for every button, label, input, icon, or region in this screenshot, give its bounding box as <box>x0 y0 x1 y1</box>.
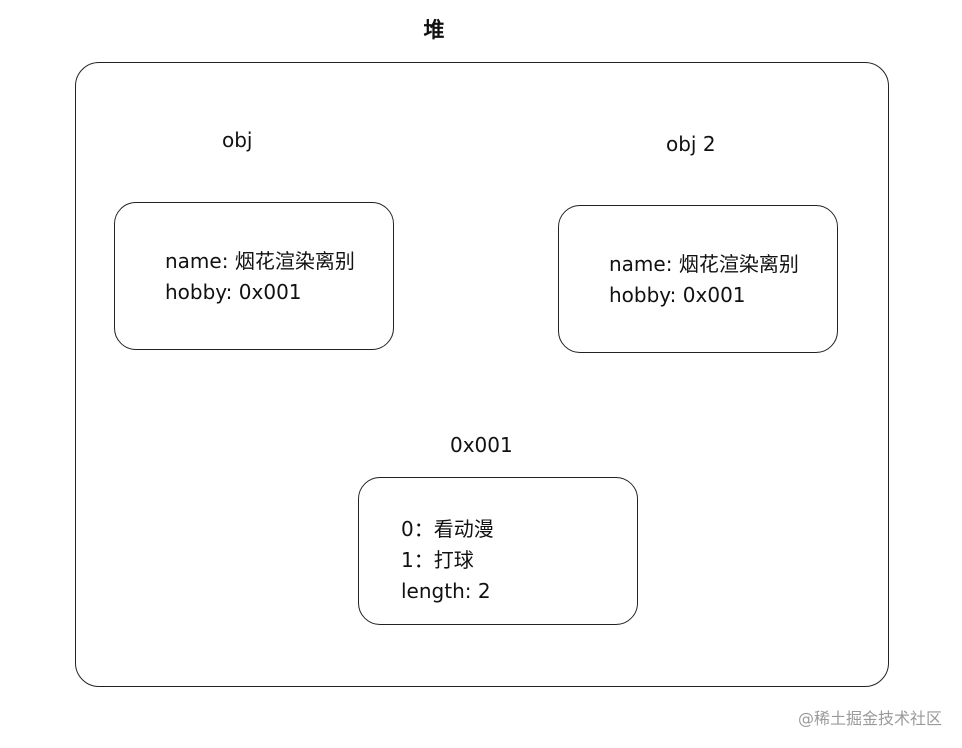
obj-hobby-field: hobby: 0x001 <box>165 280 302 304</box>
array-length: length: 2 <box>401 579 491 603</box>
heap-title: 堆 <box>423 18 445 42</box>
obj2-name-field: name: 烟花渲染离别 <box>609 252 799 276</box>
obj-box: name: 烟花渲染离别 hobby: 0x001 <box>114 202 394 350</box>
array-item-1: 1：打球 <box>401 548 474 572</box>
obj-name-field: name: 烟花渲染离别 <box>165 249 355 273</box>
array-label: 0x001 <box>450 433 513 457</box>
heap-container <box>75 62 889 687</box>
obj2-box: name: 烟花渲染离别 hobby: 0x001 <box>558 205 838 353</box>
array-box: 0：看动漫 1：打球 length: 2 <box>358 477 638 625</box>
array-item-0: 0：看动漫 <box>401 517 494 541</box>
obj2-label: obj 2 <box>666 132 716 156</box>
watermark: @稀土掘金技术社区 <box>797 709 942 728</box>
obj-label: obj <box>222 128 253 152</box>
obj2-hobby-field: hobby: 0x001 <box>609 283 746 307</box>
